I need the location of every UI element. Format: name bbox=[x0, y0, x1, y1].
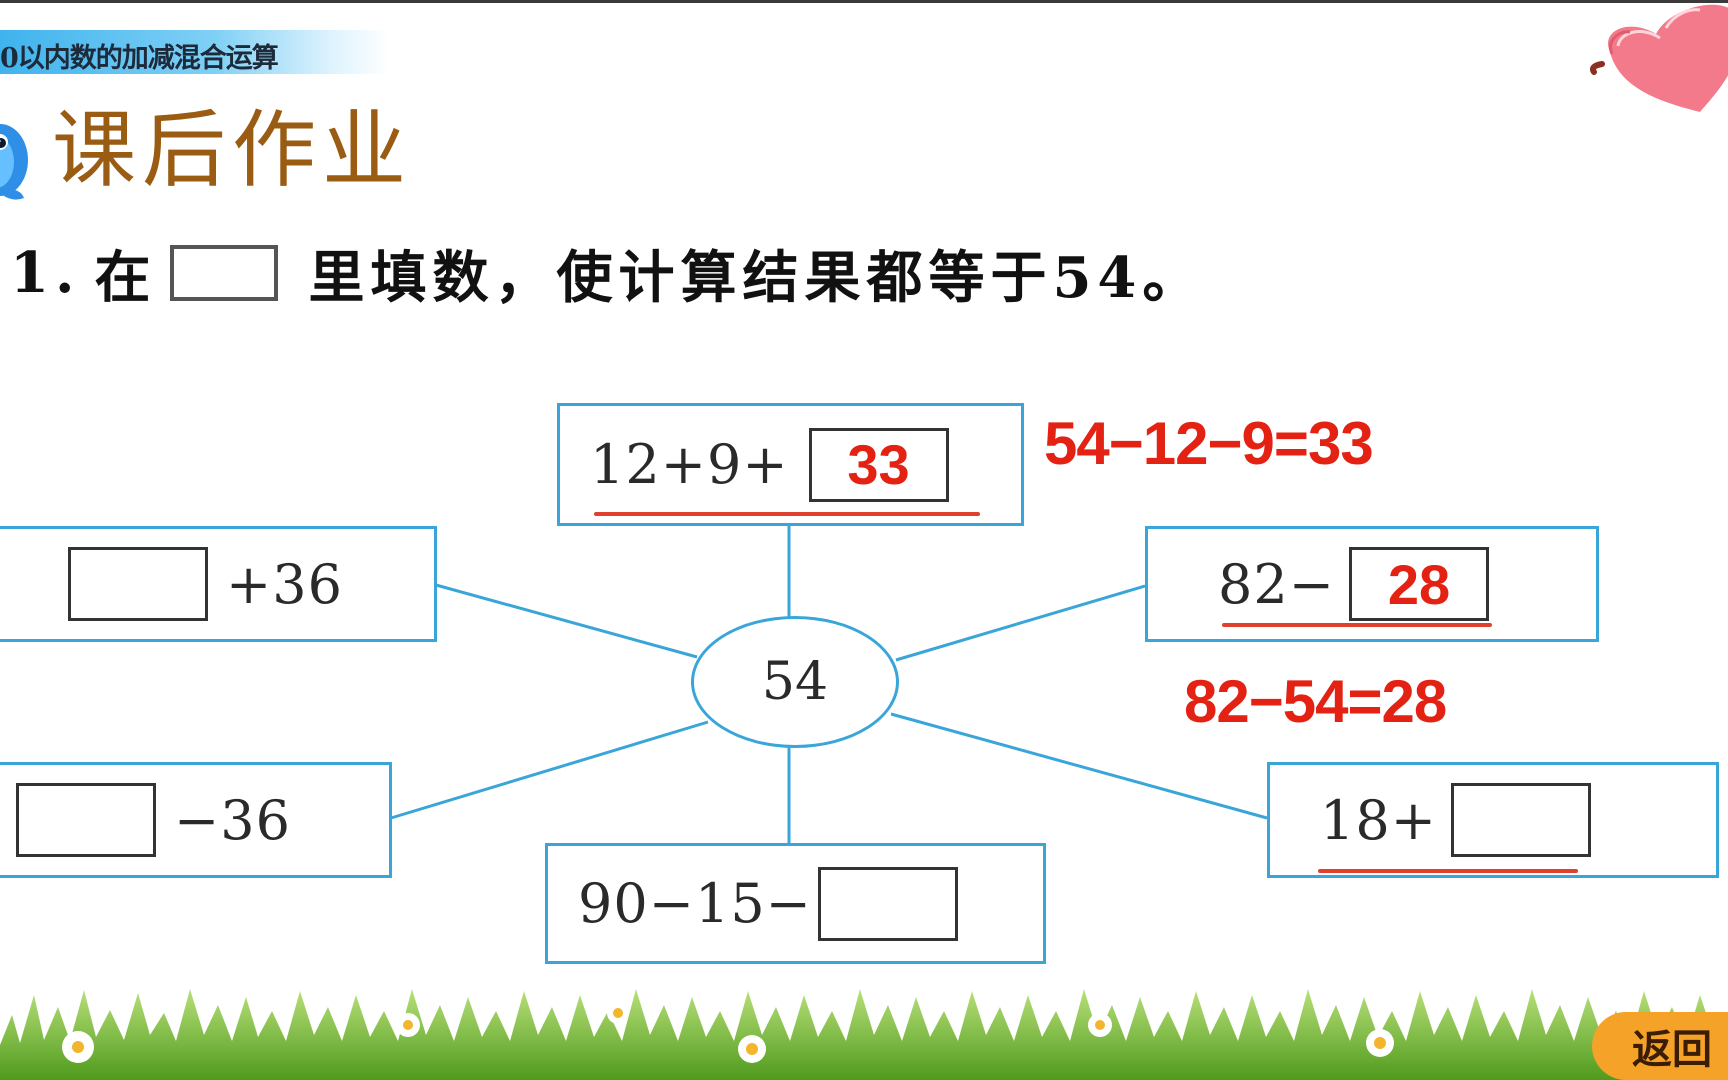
expression-text: 12+9+ bbox=[590, 433, 789, 496]
back-button-label: 返回 bbox=[1632, 1027, 1712, 1073]
equation-node-right-upper: 82− 28 bbox=[1145, 526, 1599, 642]
connector-right-upper bbox=[895, 584, 1146, 662]
expression-text: −36 bbox=[174, 788, 291, 852]
lesson-title-band bbox=[0, 30, 390, 74]
answer-box[interactable]: 28 bbox=[1348, 547, 1489, 621]
red-underline bbox=[1222, 623, 1492, 627]
solution-annotation-right: 82−54=28 bbox=[1184, 668, 1447, 735]
expression-text: +36 bbox=[226, 552, 343, 616]
red-underline bbox=[594, 512, 980, 516]
equation-node-top: 12+9+ 33 bbox=[557, 403, 1024, 526]
question-prefix: 在 bbox=[94, 244, 157, 311]
question-number: 1. bbox=[10, 240, 81, 306]
center-target-ellipse: 54 bbox=[691, 616, 899, 748]
expression-text: 18+ bbox=[1320, 788, 1437, 852]
connector-right-lower bbox=[890, 712, 1268, 820]
connector-left-lower bbox=[390, 720, 709, 820]
grass-decoration bbox=[0, 989, 1728, 1080]
section-title: 课后作业 bbox=[52, 101, 413, 199]
answer-box[interactable] bbox=[16, 783, 156, 857]
answer-box[interactable] bbox=[1450, 783, 1591, 857]
expression-text: 82− bbox=[1218, 552, 1335, 616]
answer-box[interactable] bbox=[817, 866, 958, 941]
red-underline bbox=[1318, 869, 1578, 873]
back-button[interactable]: 返回 bbox=[1592, 1012, 1728, 1080]
blank-box-example bbox=[170, 245, 279, 301]
expression-text: 90−15− bbox=[578, 872, 812, 935]
answer-box[interactable]: 33 bbox=[808, 427, 949, 502]
top-border-bar bbox=[0, 0, 1728, 3]
question-prompt: 1. 在 里填数，使计算结果都等于54。 bbox=[10, 238, 1204, 311]
heart-decoration-icon bbox=[1590, 4, 1728, 112]
lesson-title: 0以内数的加减混合运算 bbox=[0, 43, 279, 74]
solution-annotation-top: 54−12−9=33 bbox=[1044, 410, 1374, 477]
center-value: 54 bbox=[761, 652, 829, 712]
answer-box[interactable] bbox=[68, 547, 208, 621]
equation-node-left-lower: −36 bbox=[0, 762, 392, 878]
question-suffix: 里填数，使计算结果都等于54。 bbox=[308, 244, 1205, 311]
connector-left-upper bbox=[435, 583, 698, 659]
equation-node-right-lower: 18+ bbox=[1267, 762, 1719, 878]
equation-node-bottom: 90−15− bbox=[545, 843, 1046, 964]
fish-mascot-icon bbox=[0, 124, 28, 200]
equation-node-left-upper: +36 bbox=[0, 526, 437, 642]
